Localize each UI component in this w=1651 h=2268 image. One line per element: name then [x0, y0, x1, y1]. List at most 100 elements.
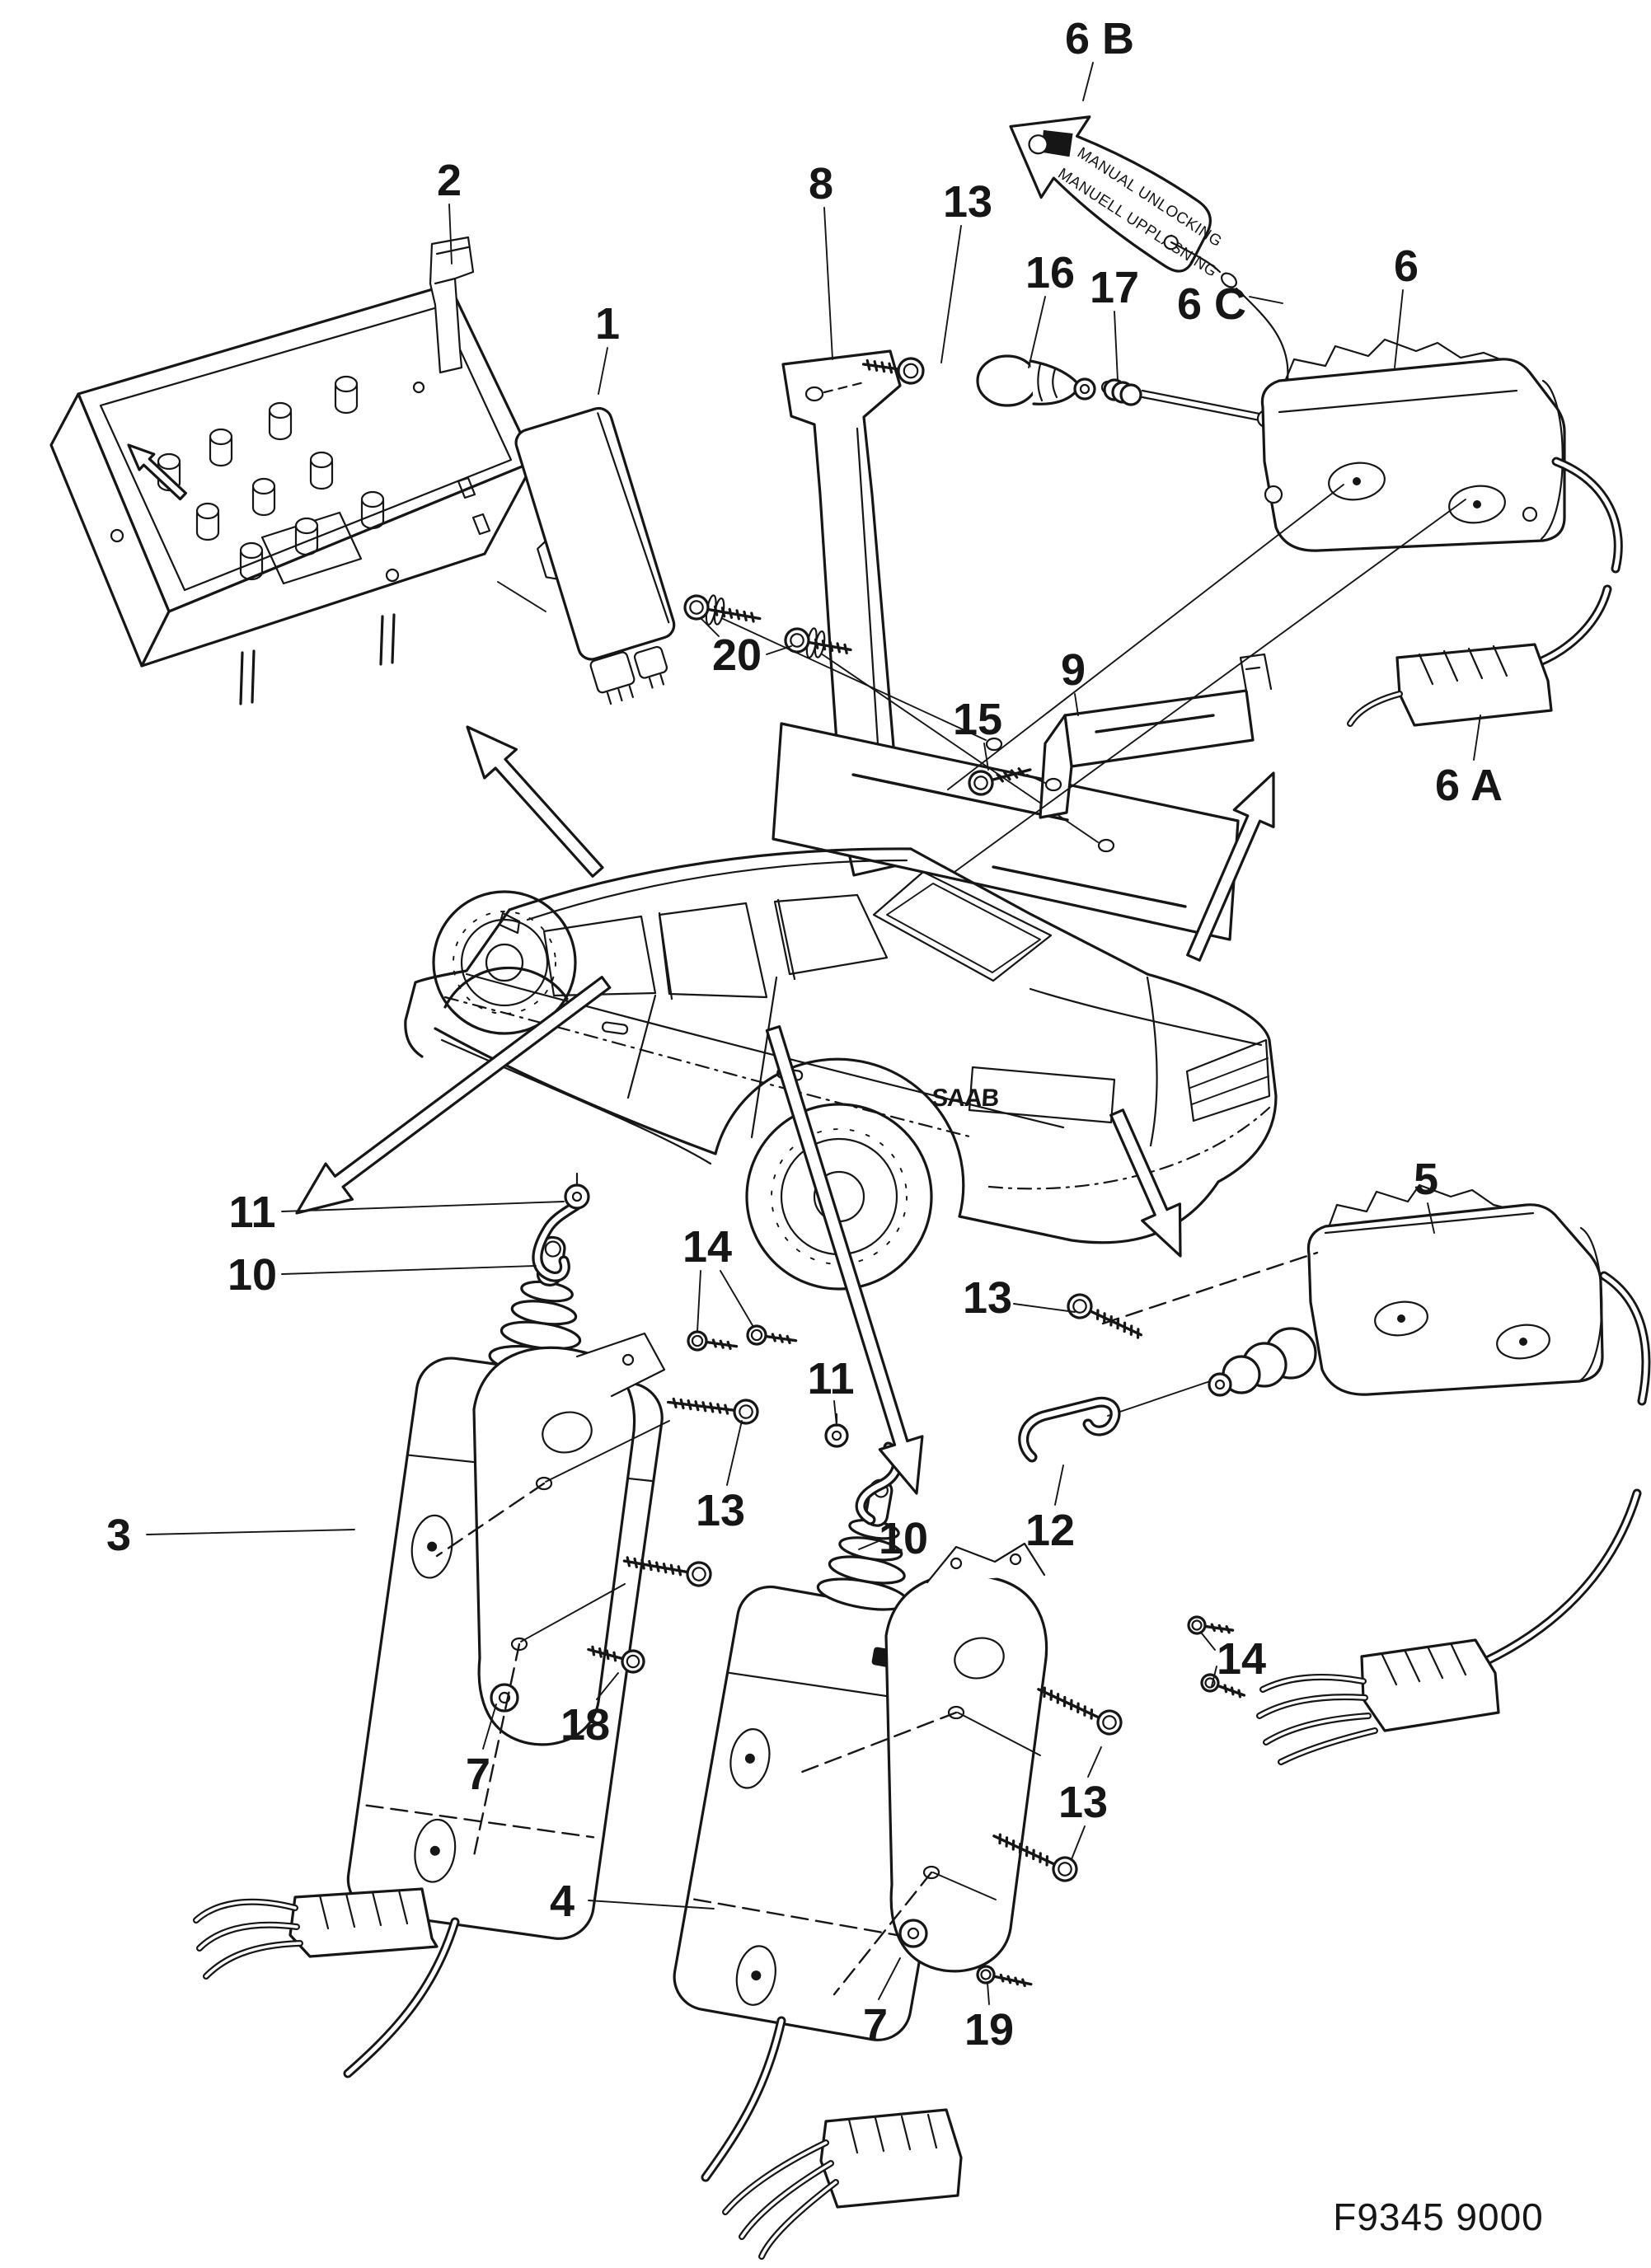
leader-line-7a [482, 1703, 497, 1750]
callout-2: 2 [437, 156, 462, 205]
mounting-plate-long [772, 722, 1240, 941]
lock-actuator-6 [1260, 338, 1566, 552]
callout-13d: 13 [1058, 1778, 1108, 1827]
control-module [514, 406, 676, 705]
assembly-line [520, 1583, 626, 1642]
assembly-line-dashed [435, 1482, 546, 1558]
boot-grommet-16 [976, 354, 1096, 407]
outline-arrow [765, 1025, 924, 1495]
tray-studs [157, 375, 385, 581]
outline-arrow [295, 976, 612, 1215]
callout-6C: 6 C [1177, 279, 1246, 329]
leader-line-5 [1427, 1202, 1435, 1234]
leader-line-10a [281, 1265, 537, 1275]
callout-9: 9 [1061, 645, 1086, 695]
leader-line-20 [700, 617, 720, 637]
callout-12: 12 [1025, 1506, 1075, 1555]
license-plate [968, 1066, 1116, 1124]
screw [687, 1330, 739, 1352]
module-leader-line [497, 581, 546, 612]
leader-line-20 [766, 645, 792, 655]
assembly-line-dashed [472, 1642, 521, 1858]
relay-tray [49, 283, 536, 705]
assembly-line [1026, 774, 1046, 784]
saab-badge: SAAB [931, 1085, 1000, 1112]
connector-4 [722, 2108, 963, 2260]
lock-actuator-5 [1208, 1183, 1604, 1397]
callout-17: 17 [1090, 263, 1139, 312]
leader-line-4 [588, 1900, 715, 1910]
assembly-line [706, 611, 987, 741]
direction-arrows [295, 725, 1275, 1495]
connector-6A [1347, 643, 1553, 727]
hook-10-front [532, 1199, 583, 1282]
leader-line-6B [1082, 62, 1094, 101]
leader-line-2 [448, 204, 453, 265]
callout-6B: 6 B [1065, 14, 1134, 63]
bracket-9 [1039, 653, 1273, 819]
leader-line-19 [987, 1982, 990, 2005]
callout-11a: 11 [228, 1188, 275, 1237]
leader-line-10b [858, 1540, 879, 1550]
assembly-line-dashed [833, 1871, 933, 1996]
callout-13c: 13 [696, 1486, 745, 1535]
assembly-line-dashed [796, 1711, 958, 1775]
screw [683, 594, 762, 626]
actuator-3-cable [343, 1917, 460, 2078]
assembly-line-dashed [1101, 1251, 1319, 1325]
callout-16: 16 [1025, 248, 1075, 298]
leader-line-12 [1054, 1464, 1064, 1506]
callout-leader-lines [146, 62, 1481, 2005]
leader-line-13d [1087, 1746, 1102, 1778]
mounting-plate-7-rear [884, 1542, 1048, 1973]
key-icon [1041, 129, 1073, 157]
leader-line-3 [146, 1529, 355, 1535]
screw [667, 1397, 759, 1425]
callout-10a: 10 [227, 1250, 277, 1300]
screw [861, 357, 925, 385]
callout-5: 5 [1414, 1155, 1438, 1204]
leader-line-7b [878, 1957, 901, 2000]
callout-7b: 7 [863, 2000, 888, 2050]
callout-20: 20 [712, 630, 762, 680]
outline-arrow [127, 443, 187, 501]
assembly-line [1107, 1380, 1211, 1417]
leader-line-13d [1071, 1825, 1086, 1860]
assembly-line [957, 1712, 1041, 1756]
callout-6A: 6 A [1435, 761, 1503, 810]
tray-stud [195, 502, 220, 541]
leader-line-6 [1394, 289, 1404, 368]
leader-line-18 [596, 1672, 619, 1700]
connector-5 [1256, 1638, 1500, 1765]
callout-19: 19 [964, 2005, 1014, 2055]
leader-line-6C [1249, 296, 1283, 304]
release-rod [1141, 389, 1276, 429]
callout-3: 3 [106, 1511, 131, 1560]
leader-line-13a [940, 225, 962, 363]
front-wheel [432, 890, 577, 1035]
grommet-11-front [564, 1172, 590, 1210]
leader-line-1 [598, 347, 608, 395]
screws-and-bolts [587, 357, 1245, 1988]
assembly-line [932, 1872, 997, 1900]
leader-line-14a [697, 1270, 701, 1333]
callout-11b: 11 [807, 1354, 854, 1403]
screw [587, 1645, 645, 1674]
tray-stud [294, 517, 319, 556]
callout-7a: 7 [466, 1750, 490, 1799]
tray-stud [360, 490, 385, 530]
mounting-plate-7-front [472, 1332, 666, 1746]
callout-13a: 13 [943, 177, 992, 227]
outline-arrow [466, 725, 604, 878]
assembly-line [954, 499, 1466, 873]
actuator-6-cable [1533, 457, 1623, 668]
screw [1067, 1293, 1142, 1339]
tray-stud [268, 401, 293, 441]
screw [1037, 1686, 1123, 1736]
callout-4: 4 [550, 1877, 575, 1926]
leader-line-9 [1074, 693, 1079, 716]
callout-14a: 14 [682, 1222, 732, 1272]
leader-line-14b [1201, 1633, 1216, 1651]
